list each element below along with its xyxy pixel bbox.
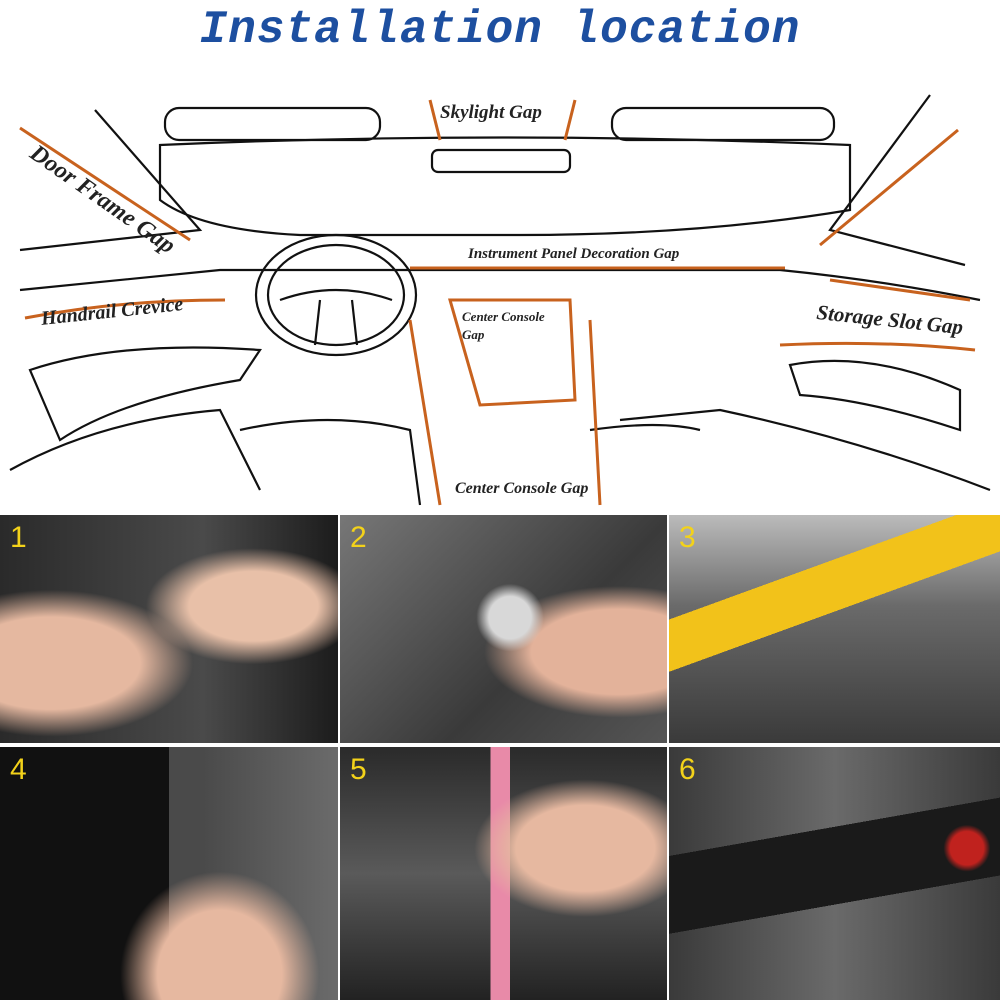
step-photo-6: 6 <box>669 747 1000 1000</box>
step-number: 6 <box>679 753 696 786</box>
step-photo-2: 2 <box>340 515 667 743</box>
step-number: 1 <box>10 521 27 554</box>
step-number: 3 <box>679 521 696 554</box>
label-line: Gap <box>462 327 485 342</box>
step-photo-3: 3 <box>669 515 1000 743</box>
step-photo-1: 1 <box>0 515 338 743</box>
step-number: 2 <box>350 521 367 554</box>
step-photo-5: 5 <box>340 747 667 1000</box>
label-skylight-gap: Skylight Gap <box>440 102 542 123</box>
label-line: Center Console <box>462 309 545 324</box>
label-center-console-gap-bottom: Center Console Gap <box>455 480 589 497</box>
step-number: 4 <box>10 753 27 786</box>
page-title: Installation location <box>199 4 801 56</box>
label-center-console-gap-top: Center Console Gap <box>462 308 545 344</box>
car-interior-diagram <box>9 94 991 506</box>
step-number: 5 <box>350 753 367 786</box>
label-instrument-panel-gap: Instrument Panel Decoration Gap <box>468 246 680 262</box>
step-photo-4: 4 <box>0 747 338 1000</box>
